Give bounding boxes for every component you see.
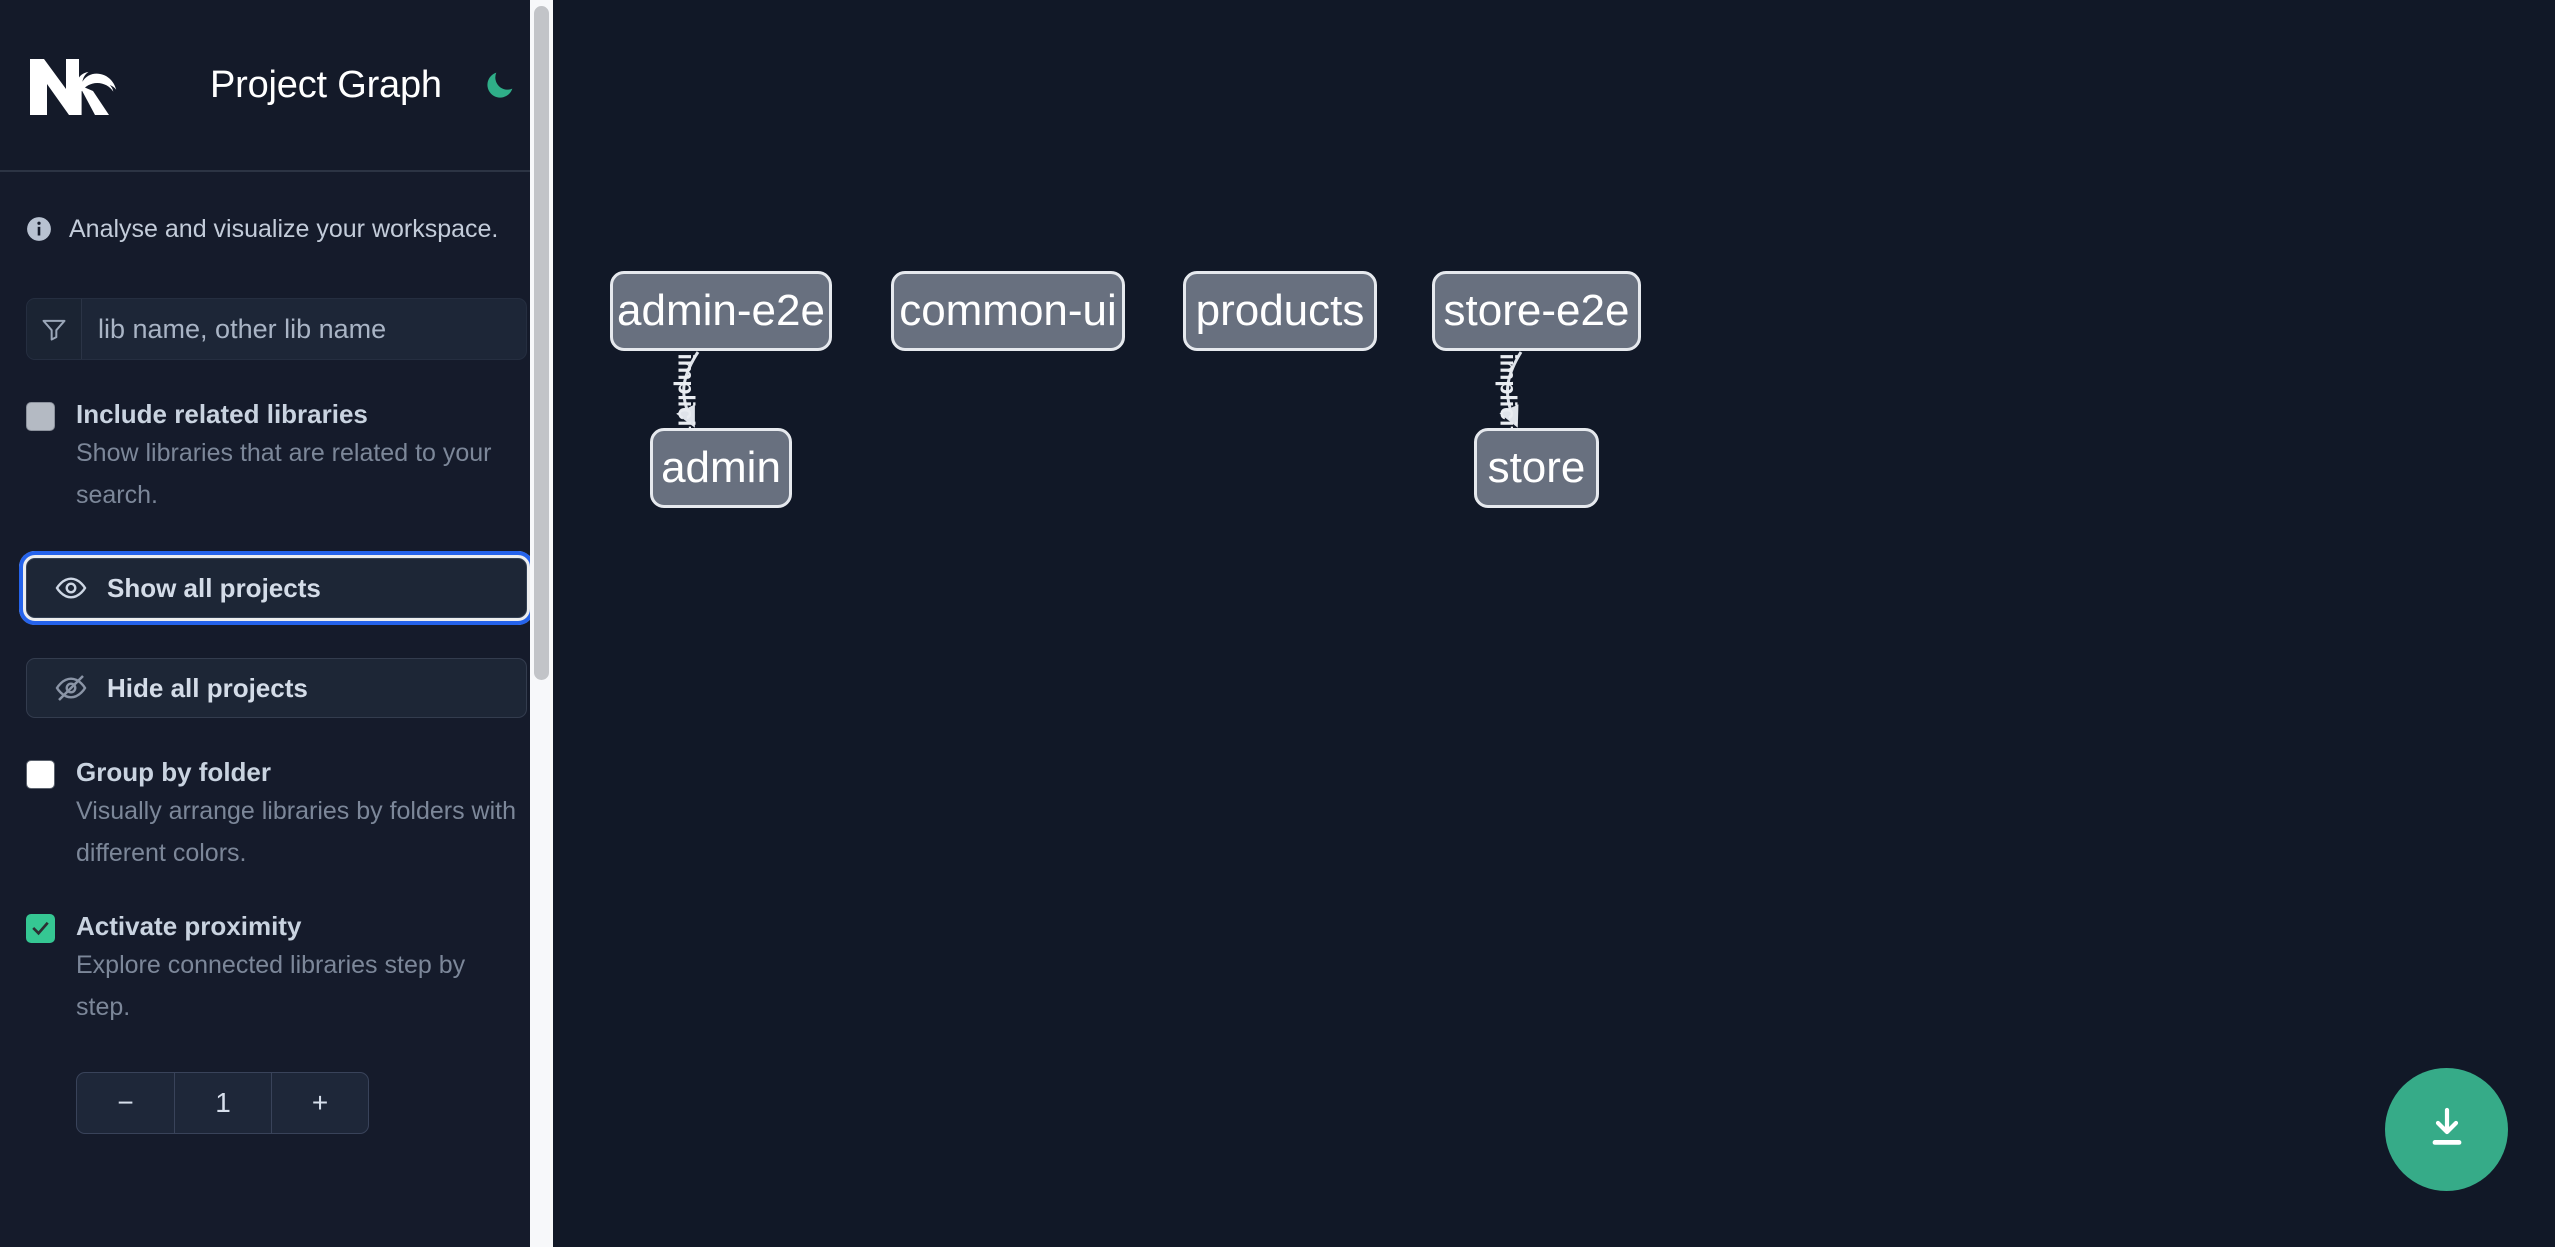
option-include-related-libraries[interactable]: Include related libraries Show libraries… (26, 396, 527, 516)
download-graph-button[interactable] (2385, 1068, 2508, 1191)
info-icon (26, 216, 52, 242)
graph-node-admin-e2e[interactable]: admin-e2e (610, 271, 832, 351)
proximity-stepper: − 1 + (76, 1072, 369, 1134)
checkbox-activate-proximity[interactable] (26, 914, 55, 943)
hide-all-projects-label: Hide all projects (107, 672, 308, 703)
proximity-value: 1 (174, 1073, 271, 1133)
sidebar-header: Project Graph (0, 0, 553, 172)
sidebar-scrollbar-thumb[interactable] (534, 6, 549, 680)
page-title: Project Graph (210, 63, 442, 106)
checkbox-include-related-libraries[interactable] (26, 402, 55, 431)
graph-node-common-ui[interactable]: common-ui (891, 271, 1125, 351)
option-label: Include related libraries (76, 399, 368, 429)
edge-label-admin-implicit: implicit (673, 353, 700, 435)
filter-icon (27, 299, 82, 359)
graph-edges (676, 351, 1523, 428)
project-visibility-actions: Show all projects Hide all projects (19, 551, 534, 718)
option-label: Group by folder (76, 757, 271, 787)
proximity-decrement-button[interactable]: − (117, 1087, 134, 1118)
option-description: Show libraries that are related to your … (76, 439, 492, 509)
graph-node-products[interactable]: products (1183, 271, 1377, 351)
show-all-projects-button[interactable]: Show all projects (19, 551, 534, 625)
search-input[interactable] (82, 299, 526, 359)
option-activate-proximity[interactable]: Activate proximity Explore connected lib… (26, 908, 527, 1028)
eye-icon (55, 572, 87, 604)
sidebar-scrollbar[interactable] (530, 0, 553, 1247)
eye-off-icon (55, 672, 87, 704)
nx-logo-icon (26, 49, 129, 121)
graph-node-store[interactable]: store (1474, 428, 1599, 508)
download-icon (2423, 1104, 2471, 1155)
sidebar: Project Graph Analyse and visualize your… (0, 0, 553, 1247)
show-all-projects-label: Show all projects (107, 572, 321, 603)
option-label: Activate proximity (76, 911, 302, 941)
graph-canvas[interactable]: implicit implicit admin-e2e admin common… (553, 0, 2555, 1247)
proximity-increment-button[interactable]: + (271, 1073, 368, 1133)
tagline: Analyse and visualize your workspace. (26, 212, 527, 246)
option-description: Visually arrange libraries by folders wi… (76, 797, 517, 867)
graph-node-store-e2e[interactable]: store-e2e (1432, 271, 1641, 351)
sidebar-body: Analyse and visualize your workspace. In… (0, 212, 553, 1134)
option-description: Explore connected libraries step by step… (76, 951, 466, 1021)
search-field[interactable] (26, 298, 527, 360)
checkbox-group-by-folder[interactable] (26, 760, 55, 789)
graph-node-admin[interactable]: admin (650, 428, 792, 508)
option-group-by-folder[interactable]: Group by folder Visually arrange librari… (26, 754, 527, 874)
moon-icon[interactable] (476, 61, 524, 109)
hide-all-projects-button[interactable]: Hide all projects (26, 658, 527, 718)
tagline-text: Analyse and visualize your workspace. (69, 214, 499, 243)
edge-label-store-implicit: implicit (1495, 353, 1522, 435)
